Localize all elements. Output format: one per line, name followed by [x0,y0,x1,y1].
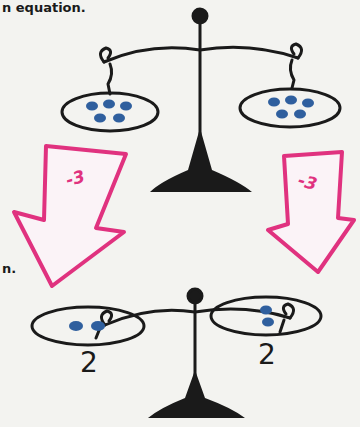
arrow-shape [268,152,354,272]
text-fragment: n equation. [2,1,86,15]
arrow-outline [8,140,133,290]
arrow-outline [262,150,358,275]
minus-arrow: -3 [8,140,133,290]
arrow-shape [14,146,126,286]
operation-text: -3 [64,168,87,189]
text-fragment: n. [2,262,16,276]
minus-arrow: -3 [262,150,358,275]
count-number: 2 [258,340,276,371]
count-number: 2 [80,348,98,379]
